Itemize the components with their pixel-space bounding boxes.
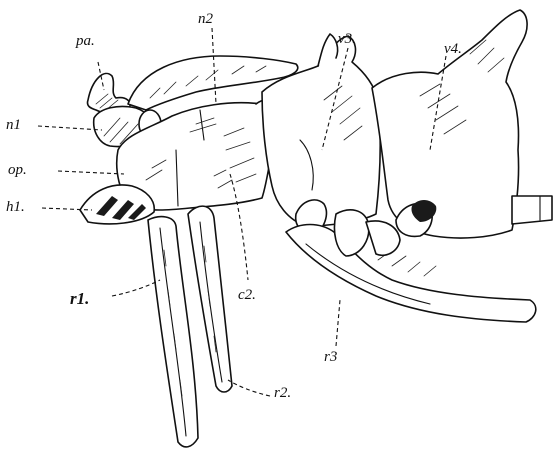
label-r3: r3 (324, 350, 337, 365)
label-n1: n1 (6, 118, 21, 133)
leader-r2 (228, 380, 270, 396)
rib-r1 (148, 217, 198, 447)
label-c2: c2. (238, 288, 256, 303)
leader-r3 (336, 300, 340, 346)
leader-n1 (38, 126, 102, 130)
leader-r1 (112, 280, 160, 296)
leader-op (58, 171, 124, 174)
label-v3: v3. (338, 32, 356, 47)
label-op: op. (8, 163, 27, 178)
hypapophysis-h1 (80, 185, 154, 224)
label-n2: n2 (198, 12, 213, 27)
label-r1: r1. (70, 290, 89, 307)
label-h1: h1. (6, 200, 25, 215)
vertebra-v4 (372, 10, 552, 238)
label-v4: v4. (444, 42, 462, 57)
label-pa: pa. (76, 34, 95, 49)
label-r2: r2. (274, 386, 291, 401)
rib-r2 (188, 206, 232, 392)
